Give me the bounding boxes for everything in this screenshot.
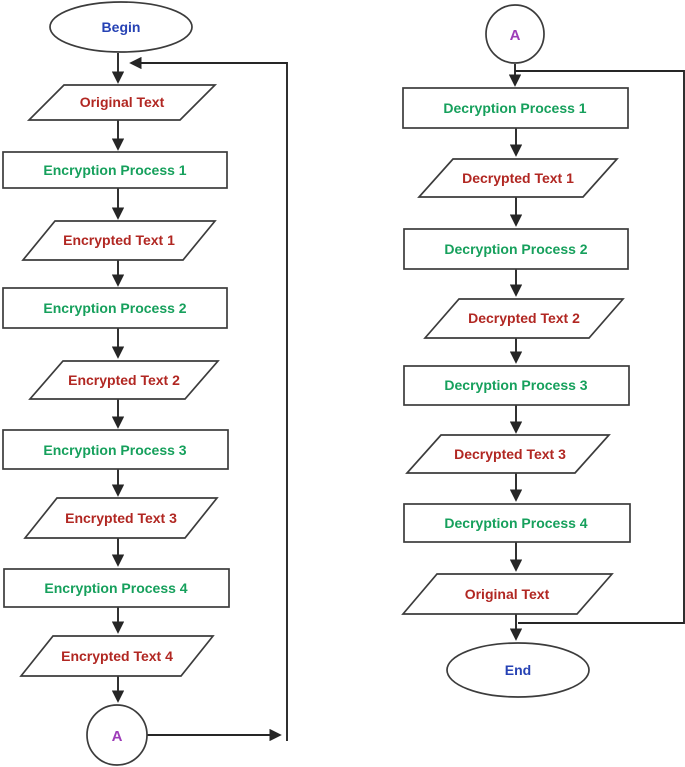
decryption-process-4-label: Decryption Process 4 (444, 515, 587, 531)
decrypted-text-1-label: Decrypted Text 1 (462, 170, 574, 186)
decrypted-text-2-label: Decrypted Text 2 (468, 310, 580, 326)
encrypted-text-1-label: Encrypted Text 1 (63, 232, 175, 248)
connector-a-circle-right (485, 4, 545, 64)
decryption-process-1-label: Decryption Process 1 (443, 100, 586, 116)
end-terminator-shape (446, 642, 590, 698)
encryption-process-1-box (2, 151, 228, 189)
connector-a-right-label: A (510, 27, 521, 44)
decryption-process-3-label: Decryption Process 3 (444, 377, 587, 393)
encrypted-text-1-parallelogram (21, 220, 217, 261)
decrypted-text-3-parallelogram (405, 434, 611, 474)
encryption-process-3-label: Encryption Process 3 (43, 442, 186, 458)
connectors (111, 53, 685, 742)
original-text-output-parallelogram (401, 573, 614, 615)
original-text-parallelogram (26, 84, 218, 121)
encryption-process-3-box (2, 429, 229, 470)
decryption-process-2-box (403, 228, 629, 270)
decrypted-text-1-parallelogram (417, 158, 619, 198)
encrypted-text-4-parallelogram (19, 635, 215, 677)
begin-terminator-shape (49, 1, 193, 53)
decryption-process-4-box (403, 503, 631, 543)
decryption-process-3-box (403, 365, 630, 406)
encryption-process-1-label: Encryption Process 1 (43, 162, 186, 178)
loop-line-back-to-top (129, 56, 288, 741)
labels: Begin Original Text Encryption Process 1… (43, 19, 587, 745)
encryption-process-2-label: Encryption Process 2 (43, 300, 186, 316)
encryption-process-4-label: Encryption Process 4 (44, 580, 187, 596)
decrypted-text-3-label: Decrypted Text 3 (454, 446, 566, 462)
encrypted-text-3-parallelogram (23, 497, 219, 539)
encrypted-text-3-label: Encrypted Text 3 (65, 510, 177, 526)
encrypted-text-2-parallelogram (28, 360, 220, 400)
encrypted-text-4-label: Encrypted Text 4 (61, 648, 173, 664)
original-text-output-label: Original Text (465, 586, 550, 602)
begin-label: Begin (102, 19, 141, 35)
original-text-label: Original Text (80, 94, 165, 110)
right-bypass-line (515, 70, 685, 624)
decryption-process-1-box (402, 87, 629, 129)
decryption-process-2-label: Decryption Process 2 (444, 241, 587, 257)
connector-a-circle-left (86, 704, 148, 766)
shapes (2, 1, 631, 766)
decrypted-text-2-parallelogram (423, 298, 625, 339)
end-label: End (505, 662, 531, 678)
encrypted-text-2-label: Encrypted Text 2 (68, 372, 180, 388)
connector-a-left-label: A (112, 728, 123, 745)
encryption-process-2-box (2, 287, 228, 329)
encryption-process-4-box (3, 568, 230, 608)
